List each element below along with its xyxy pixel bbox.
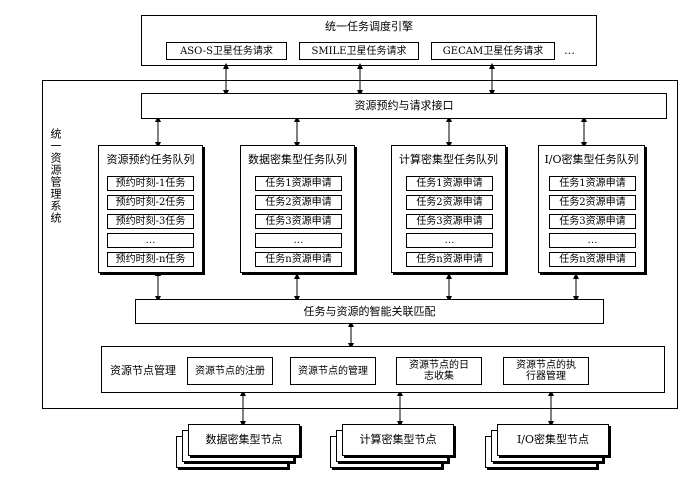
queue-io-intensive: I/O密集型任务队列 任务1资源申请 任务2资源申请 任务3资源申请 … 任务n… [538,145,645,273]
queue-item: 任务3资源申请 [549,214,636,229]
engine-title: 统一任务调度引擎 [325,20,413,33]
queue-item: 预约时刻-3任务 [107,214,194,229]
queue-item: … [406,233,493,248]
queue-item: 任务2资源申请 [255,195,342,210]
queue-item: 任务3资源申请 [406,214,493,229]
queue-data-intensive: 数据密集型任务队列 任务1资源申请 任务2资源申请 任务3资源申请 … 任务n资… [240,145,355,273]
queue-item: 预约时刻-n任务 [107,252,194,267]
node-stack-data: 数据密集型节点 [176,424,310,480]
queue-title: 资源预约任务队列 [106,153,195,166]
queue-reservation: 资源预约任务队列 预约时刻-1任务 预约时刻-2任务 预约时刻-3任务 … 预约… [98,145,203,273]
engine-box: 统一任务调度引擎 ASO-S卫星任务请求 SMILE卫星任务请求 GECAM卫星… [141,15,597,66]
node-compute-intensive: 计算密集型节点 [342,424,454,456]
queue-item: 预约时刻-2任务 [107,195,194,210]
queue-item: 任务n资源申请 [549,252,636,267]
queue-item: 任务2资源申请 [549,195,636,210]
queue-title: 数据密集型任务队列 [248,153,347,166]
queue-compute-intensive: 计算密集型任务队列 任务1资源申请 任务2资源申请 任务3资源申请 … 任务n资… [391,145,506,273]
queue-item: 任务1资源申请 [549,176,636,191]
system-label: 统一资源管理系统 [49,128,62,224]
queue-item: 任务1资源申请 [255,176,342,191]
queue-item: 任务3资源申请 [255,214,342,229]
queue-item: 任务n资源申请 [255,252,342,267]
queue-item: … [255,233,342,248]
node-stack-compute: 计算密集型节点 [330,424,464,480]
queue-item: 任务n资源申请 [406,252,493,267]
queue-item: … [107,233,194,248]
node-mgmt-label: 资源节点管理 [110,364,176,377]
queue-item: 任务1资源申请 [406,176,493,191]
request-gecam: GECAM卫星任务请求 [431,42,555,60]
node-executor-manage: 资源节点的执行器管理 [503,357,589,385]
node-stack-io: I/O密集型节点 [485,424,619,480]
node-mgmt-box: 资源节点管理 资源节点的注册 资源节点的管理 资源节点的日志收集 资源节点的执行… [101,346,665,393]
request-smile: SMILE卫星任务请求 [299,42,419,60]
node-data-intensive: 数据密集型节点 [188,424,300,456]
matching-bar: 任务与资源的智能关联匹配 [135,299,604,324]
request-aso-s: ASO-S卫星任务请求 [166,42,287,60]
queue-title: I/O密集型任务队列 [544,153,639,166]
queue-item: 任务2资源申请 [406,195,493,210]
request-ellipsis: … [564,44,575,57]
node-manage: 资源节点的管理 [290,357,376,385]
system-box [42,80,678,409]
interface-bar: 资源预约与请求接口 [141,93,667,119]
node-log-collect: 资源节点的日志收集 [396,357,482,385]
queue-item: 预约时刻-1任务 [107,176,194,191]
node-io-intensive: I/O密集型节点 [497,424,609,456]
node-register: 资源节点的注册 [187,357,273,385]
queue-item: … [549,233,636,248]
queue-title: 计算密集型任务队列 [399,153,498,166]
